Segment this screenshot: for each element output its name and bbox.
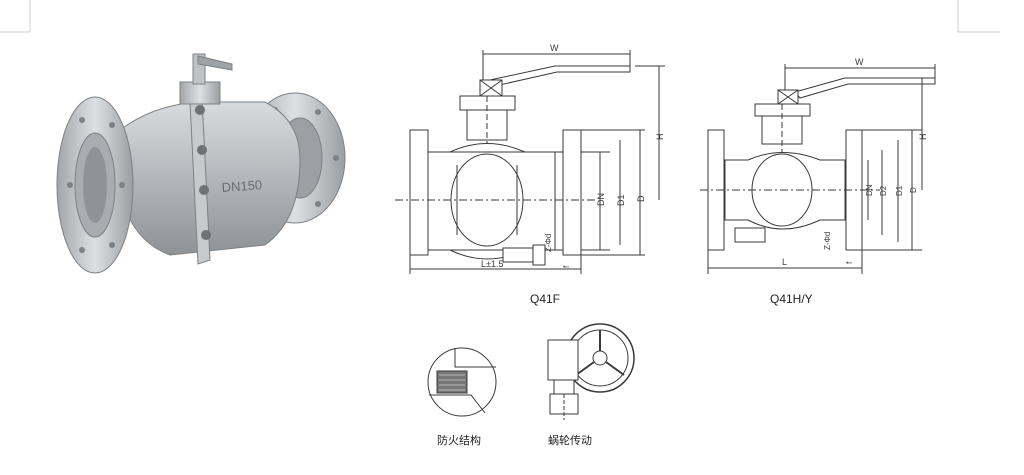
q41f-label-d1: D1: [616, 194, 626, 206]
q41f-caption: Q41F: [530, 292, 561, 306]
q41hy-label-d1: D1: [895, 185, 904, 196]
worm-gear-detail: [547, 323, 635, 420]
valve-photo: DN150: [56, 53, 346, 274]
q41hy-label-h: H: [918, 134, 928, 141]
q41f-label-dn: DN: [596, 193, 606, 206]
q41f-label-z: Z-Φd: [544, 234, 553, 252]
q41f-label-f: f: [562, 265, 571, 268]
q41hy-label-d: D: [909, 187, 918, 193]
q41hy-label-w: W: [855, 57, 864, 67]
corner-mark-right: [957, 0, 1000, 33]
worm-gear-caption: 蜗轮传动: [548, 435, 592, 447]
q41f-label-w: W: [550, 43, 559, 53]
q41hy-label-l: L: [782, 257, 787, 267]
q41hy-caption: Q41H/Y: [770, 292, 813, 306]
body-mark: DN150: [221, 177, 262, 195]
q41hy-label-f: f: [845, 261, 854, 264]
corner-mark-left: [0, 0, 31, 33]
q41f-label-d: D: [636, 195, 646, 202]
q41f-label-l: L±1.5: [481, 259, 503, 269]
q41hy-label-z: Z-Φd: [823, 232, 832, 250]
q41f-label-h: H: [655, 134, 665, 141]
q41hy-label-dn: DN: [865, 184, 874, 196]
q41hy-label-d2: D2: [879, 185, 888, 196]
fire-safe-caption: 防火结构: [437, 435, 481, 447]
q41f-drawing: W DN D1 D H Z-Φd: [395, 43, 665, 274]
fire-safe-detail: [427, 347, 497, 417]
q41hy-drawing: W DN D2 D1 D H Z-Φd f L: [700, 57, 936, 274]
